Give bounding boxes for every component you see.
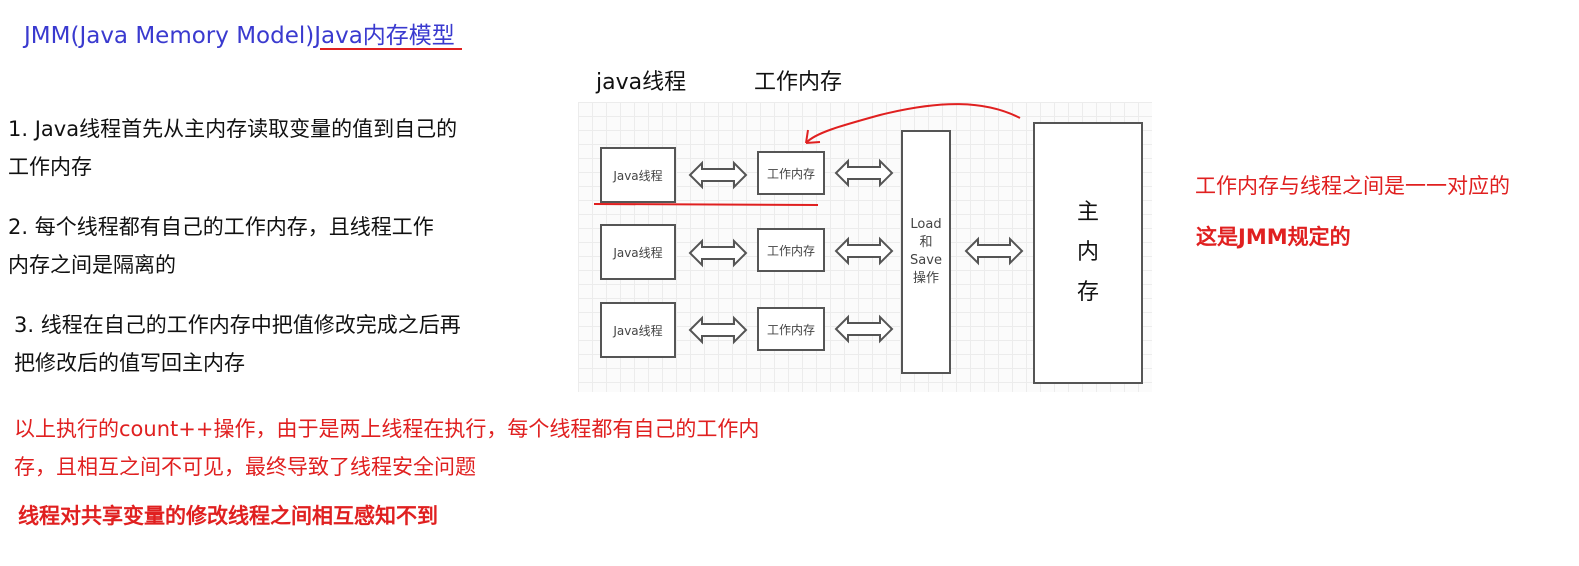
- annotation-jmm-rule: 这是JMM规定的: [1196, 225, 1351, 249]
- point-2-line-1: 2. 每个线程都有自己的工作内存，且线程工作: [8, 215, 434, 239]
- point-1: 1. Java线程首先从主内存读取变量的值到自己的 工作内存: [8, 110, 457, 186]
- point-1-line-2: 工作内存: [8, 155, 92, 179]
- point-3: 3. 线程在自己的工作内存中把值修改完成之后再 把修改后的值写回主内存: [14, 306, 461, 382]
- jmm-diagram: Java线程 工作内存 Java线程 工作内存 Java线程 工作内存 Load…: [578, 102, 1152, 392]
- double-arrow-icon: [834, 158, 894, 188]
- double-arrow-icon: [688, 315, 748, 345]
- conclusion-line-1: 以上执行的count++操作，由于是两上线程在执行，每个线程都有自己的工作内: [14, 417, 760, 441]
- and-label: 和: [919, 235, 933, 250]
- load-save-box: Load 和 Save 操作: [901, 130, 951, 374]
- annotation-one-to-one: 工作内存与线程之间是一一对应的: [1195, 174, 1510, 198]
- save-label: Save: [910, 253, 942, 268]
- header-java-thread: java线程: [596, 70, 687, 95]
- work-memory-box-3: 工作内存: [757, 307, 825, 351]
- red-underline: [593, 203, 819, 206]
- conclusion-text: 以上执行的count++操作，由于是两上线程在执行，每个线程都有自己的工作内 存…: [14, 410, 759, 486]
- main-memory-char-1: 主: [1076, 200, 1099, 225]
- thread-box-1: Java线程: [600, 147, 676, 203]
- thread-box-3: Java线程: [600, 302, 676, 358]
- point-3-line-1: 3. 线程在自己的工作内存中把值修改完成之后再: [14, 313, 461, 337]
- main-memory-char-2: 内: [1076, 240, 1099, 265]
- main-memory-char-3: 存: [1076, 280, 1099, 305]
- point-2-line-2: 内存之间是隔离的: [8, 253, 176, 277]
- main-memory-box: 主 内 存: [1033, 122, 1143, 384]
- work-memory-box-1: 工作内存: [757, 151, 825, 195]
- conclusion-line-2: 存，且相互之间不可见，最终导致了线程安全问题: [14, 455, 476, 479]
- thread-box-2: Java线程: [600, 224, 676, 280]
- double-arrow-icon: [688, 160, 748, 190]
- red-curved-arrow: [805, 103, 1021, 144]
- operation-label: 操作: [912, 271, 939, 286]
- conclusion-emphasis: 线程对共享变量的修改线程之间相互感知不到: [18, 504, 438, 528]
- double-arrow-icon: [688, 238, 748, 268]
- point-3-line-2: 把修改后的值写回主内存: [14, 351, 245, 375]
- double-arrow-icon: [834, 314, 894, 344]
- header-working-memory: 工作内存: [754, 70, 843, 95]
- point-1-line-1: 1. Java线程首先从主内存读取变量的值到自己的: [8, 117, 458, 141]
- load-label: Load: [910, 217, 942, 232]
- double-arrow-icon: [964, 236, 1024, 266]
- point-2: 2. 每个线程都有自己的工作内存，且线程工作 内存之间是隔离的: [8, 208, 434, 284]
- red-arrowhead: [805, 129, 821, 144]
- work-memory-box-2: 工作内存: [757, 228, 825, 272]
- title-underline: [320, 48, 462, 50]
- double-arrow-icon: [834, 236, 894, 266]
- page-title: JMM(Java Memory Model)Java内存模型: [24, 23, 455, 49]
